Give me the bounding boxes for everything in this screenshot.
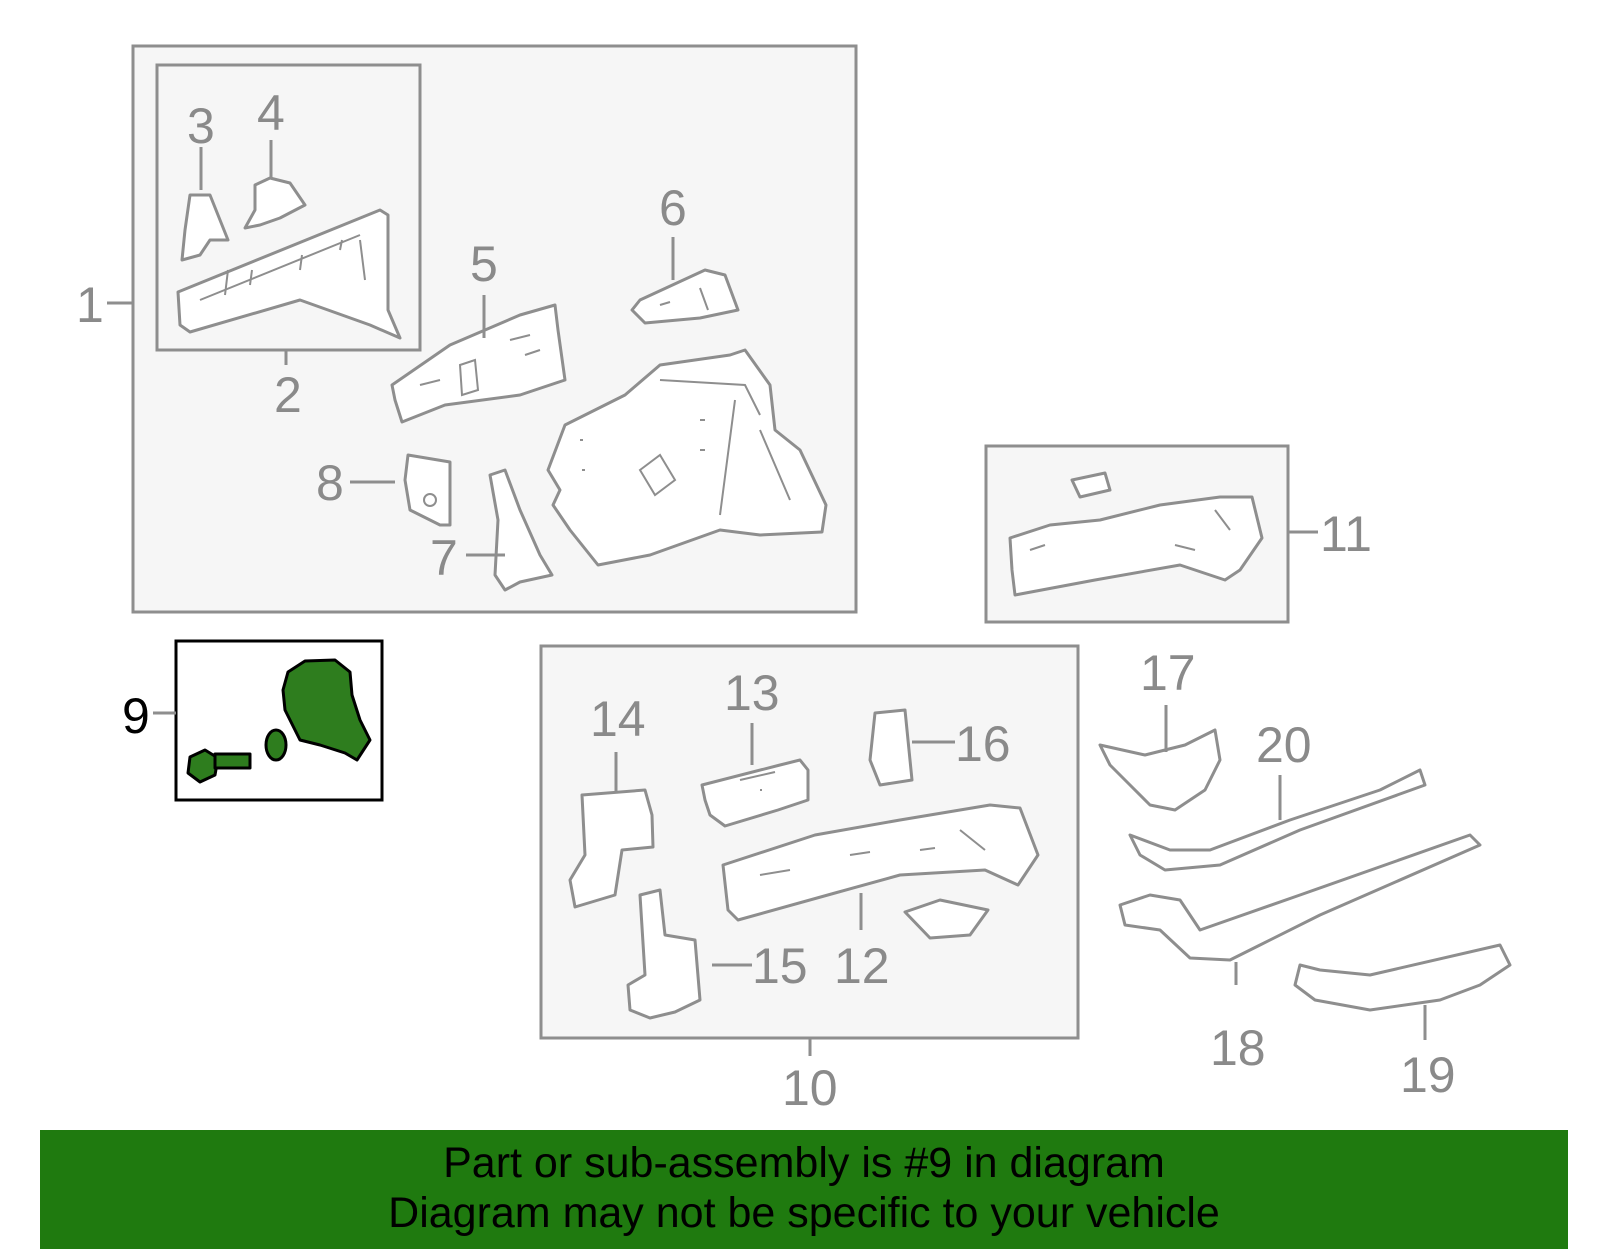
part-7-strip[interactable] xyxy=(488,468,554,592)
banner-line-2: Diagram may not be specific to your vehi… xyxy=(388,1189,1220,1237)
leader-lines xyxy=(107,140,1427,1056)
part-18-sill[interactable] xyxy=(1118,833,1482,962)
callout-11: 11 xyxy=(1320,506,1372,562)
callout-3: 3 xyxy=(187,98,215,154)
part-4-bracket[interactable] xyxy=(243,176,307,230)
callout-17: 17 xyxy=(1140,645,1196,701)
part-14-panel[interactable] xyxy=(568,788,655,909)
part-16-bracket[interactable] xyxy=(868,708,914,787)
callout-5: 5 xyxy=(470,236,498,292)
callout-7: 7 xyxy=(430,530,458,586)
part-17-bracket[interactable] xyxy=(1098,728,1222,812)
part-6-bracket[interactable] xyxy=(630,268,740,325)
part-13-bracket[interactable] xyxy=(700,758,810,828)
part-15-bracket[interactable] xyxy=(626,888,702,1020)
callout-1: 1 xyxy=(76,277,104,333)
part-small-insert[interactable] xyxy=(903,898,990,940)
part-9-highlighted[interactable] xyxy=(186,658,372,784)
callout-16: 16 xyxy=(955,716,1011,772)
callout-14: 14 xyxy=(590,691,646,747)
group-box-2 xyxy=(155,63,422,352)
part-12-rail[interactable] xyxy=(721,803,1040,922)
callout-15: 15 xyxy=(752,938,808,994)
callout-10: 10 xyxy=(782,1060,838,1116)
callout-19: 19 xyxy=(1400,1047,1456,1103)
callout-4: 4 xyxy=(257,85,285,141)
banner-line-1: Part or sub-assembly is #9 in diagram xyxy=(443,1139,1165,1187)
callout-12: 12 xyxy=(834,938,890,994)
part-11-member[interactable] xyxy=(1008,471,1264,597)
callout-8: 8 xyxy=(316,455,344,511)
callout-2: 2 xyxy=(274,367,302,423)
part-5-panel[interactable] xyxy=(390,303,567,424)
apron-panel[interactable] xyxy=(546,348,828,567)
part-20-sill[interactable] xyxy=(1128,768,1427,872)
part-8-bracket[interactable] xyxy=(403,453,452,527)
info-banner: Part or sub-assembly is #9 in diagram Di… xyxy=(40,1130,1568,1249)
callout-18: 18 xyxy=(1210,1020,1266,1076)
part-3-bracket[interactable] xyxy=(180,193,230,262)
part-19-trim[interactable] xyxy=(1293,943,1512,1012)
callout-9: 9 xyxy=(122,688,150,744)
callout-13: 13 xyxy=(724,665,780,721)
callout-6: 6 xyxy=(659,180,687,236)
callout-20: 20 xyxy=(1256,717,1312,773)
part-2-rail[interactable] xyxy=(176,208,402,340)
